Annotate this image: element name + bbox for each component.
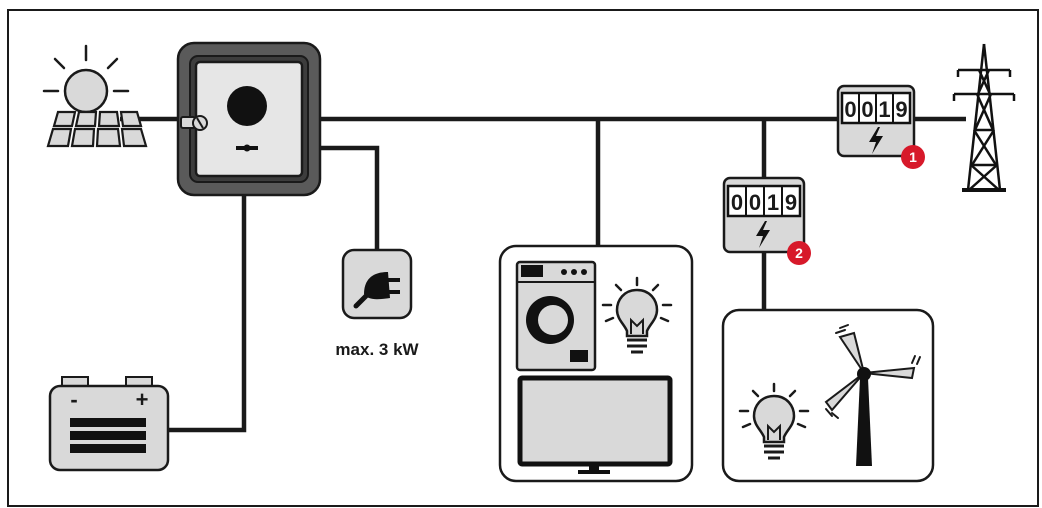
meter-badge-2-label: 2: [795, 245, 803, 261]
transmission-tower-icon: [952, 43, 1016, 192]
generation-loads-box: [721, 308, 935, 483]
meter-2-digit-2: 0: [749, 190, 761, 215]
meter-badge-2: 2: [787, 241, 811, 265]
meter-1-digit-4: 9: [895, 97, 907, 122]
meter-2-digit-3: 1: [767, 190, 779, 215]
wind-turbine-icon: [824, 324, 921, 466]
wiring: [120, 116, 966, 433]
light-bulb-icon: [601, 276, 673, 354]
meter-1-digit-3: 1: [878, 97, 890, 122]
battery-plus-sign: +: [136, 387, 149, 412]
energy-meter-icon: 0 0 1 9: [836, 84, 916, 158]
solar-panel-icon: [46, 110, 148, 148]
washing-machine-icon: [515, 260, 597, 372]
television-icon: [517, 375, 673, 474]
battery-minus-sign: -: [70, 387, 77, 412]
meter-1-digit-2: 0: [861, 97, 873, 122]
meter-2-digit-4: 9: [785, 190, 797, 215]
energy-meter-icon: 0 0 1 9: [722, 176, 806, 254]
inverter-switch: [180, 115, 208, 131]
sun-icon: [42, 44, 130, 114]
meter-1-digit-1: 0: [844, 97, 856, 122]
meter-2-digit-1: 0: [731, 190, 743, 215]
plug-icon: [341, 248, 413, 320]
meter-badge-1-label: 1: [909, 149, 917, 165]
inverter-icon: [176, 41, 322, 197]
diagram-frame: [7, 9, 1039, 507]
battery-icon: - +: [48, 376, 170, 472]
light-bulb-icon: [738, 382, 810, 460]
outlet-power-label: max. 3 kW: [335, 340, 419, 359]
meter-badge-1: 1: [901, 145, 925, 169]
